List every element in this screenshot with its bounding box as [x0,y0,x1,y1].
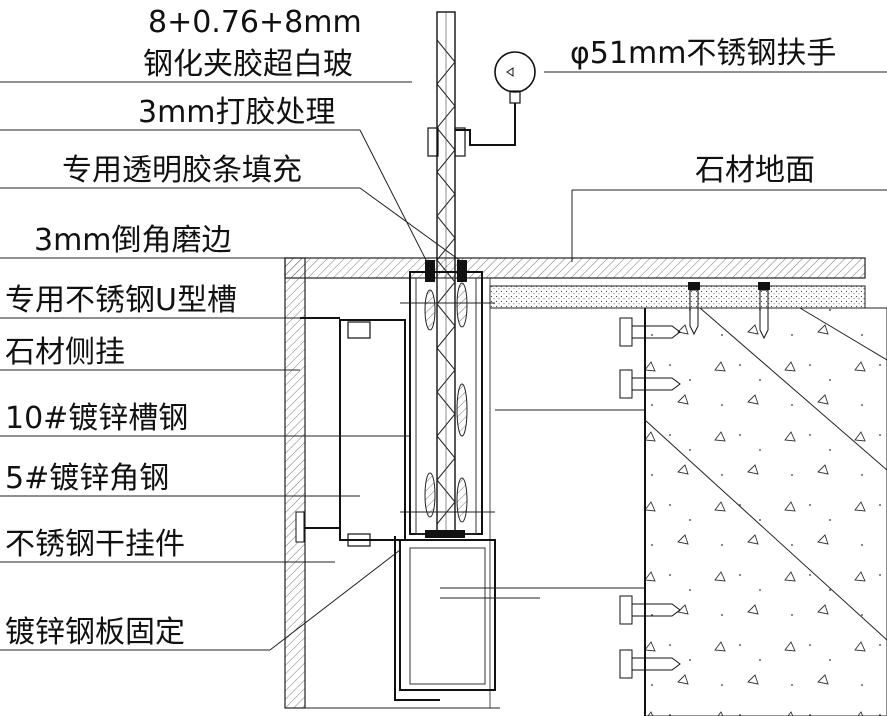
label-stone-side: 石材侧挂 [5,335,125,370]
label-chamfer: 3mm倒角磨边 [34,223,232,258]
anchor-bolt [688,282,700,336]
anchor-bolt [619,595,681,625]
u-channel [400,260,495,538]
label-handrail: φ51mm不锈钢扶手 [570,36,836,71]
anchor-bolt [758,282,770,340]
stone-floor-slab [284,257,866,309]
handrail [427,51,536,157]
label-steel-plate: 镀锌钢板固定 [5,615,185,650]
steel-members [295,317,645,701]
label-rubber-strip: 专用透明胶条填充 [62,153,302,188]
label-u-channel: 专用不锈钢U型槽 [5,283,237,318]
label-glass-type: 钢化夹胶超白玻 [143,47,353,82]
anchor-bolt [619,317,681,347]
anchor-bolt [619,649,681,679]
label-stone-floor: 石材地面 [695,153,815,188]
anchor-bolts [619,282,770,679]
label-sealant: 3mm打胶处理 [138,95,336,130]
concrete-structure [644,307,887,716]
anchor-bolt [619,369,681,399]
label-glass-spec: 8+0.76+8mm [148,5,362,40]
label-angle-steel: 5#镀锌角钢 [5,461,169,496]
stone-side-cladding [284,257,500,709]
label-channel-steel: 10#镀锌槽钢 [5,401,188,436]
label-dry-hanger: 不锈钢干挂件 [5,527,185,562]
callout-labels: 8+0.76+8mm 钢化夹胶超白玻 φ51mm不锈钢扶手 3mm打胶处理 专用… [5,5,836,650]
leader-lines [0,71,887,651]
